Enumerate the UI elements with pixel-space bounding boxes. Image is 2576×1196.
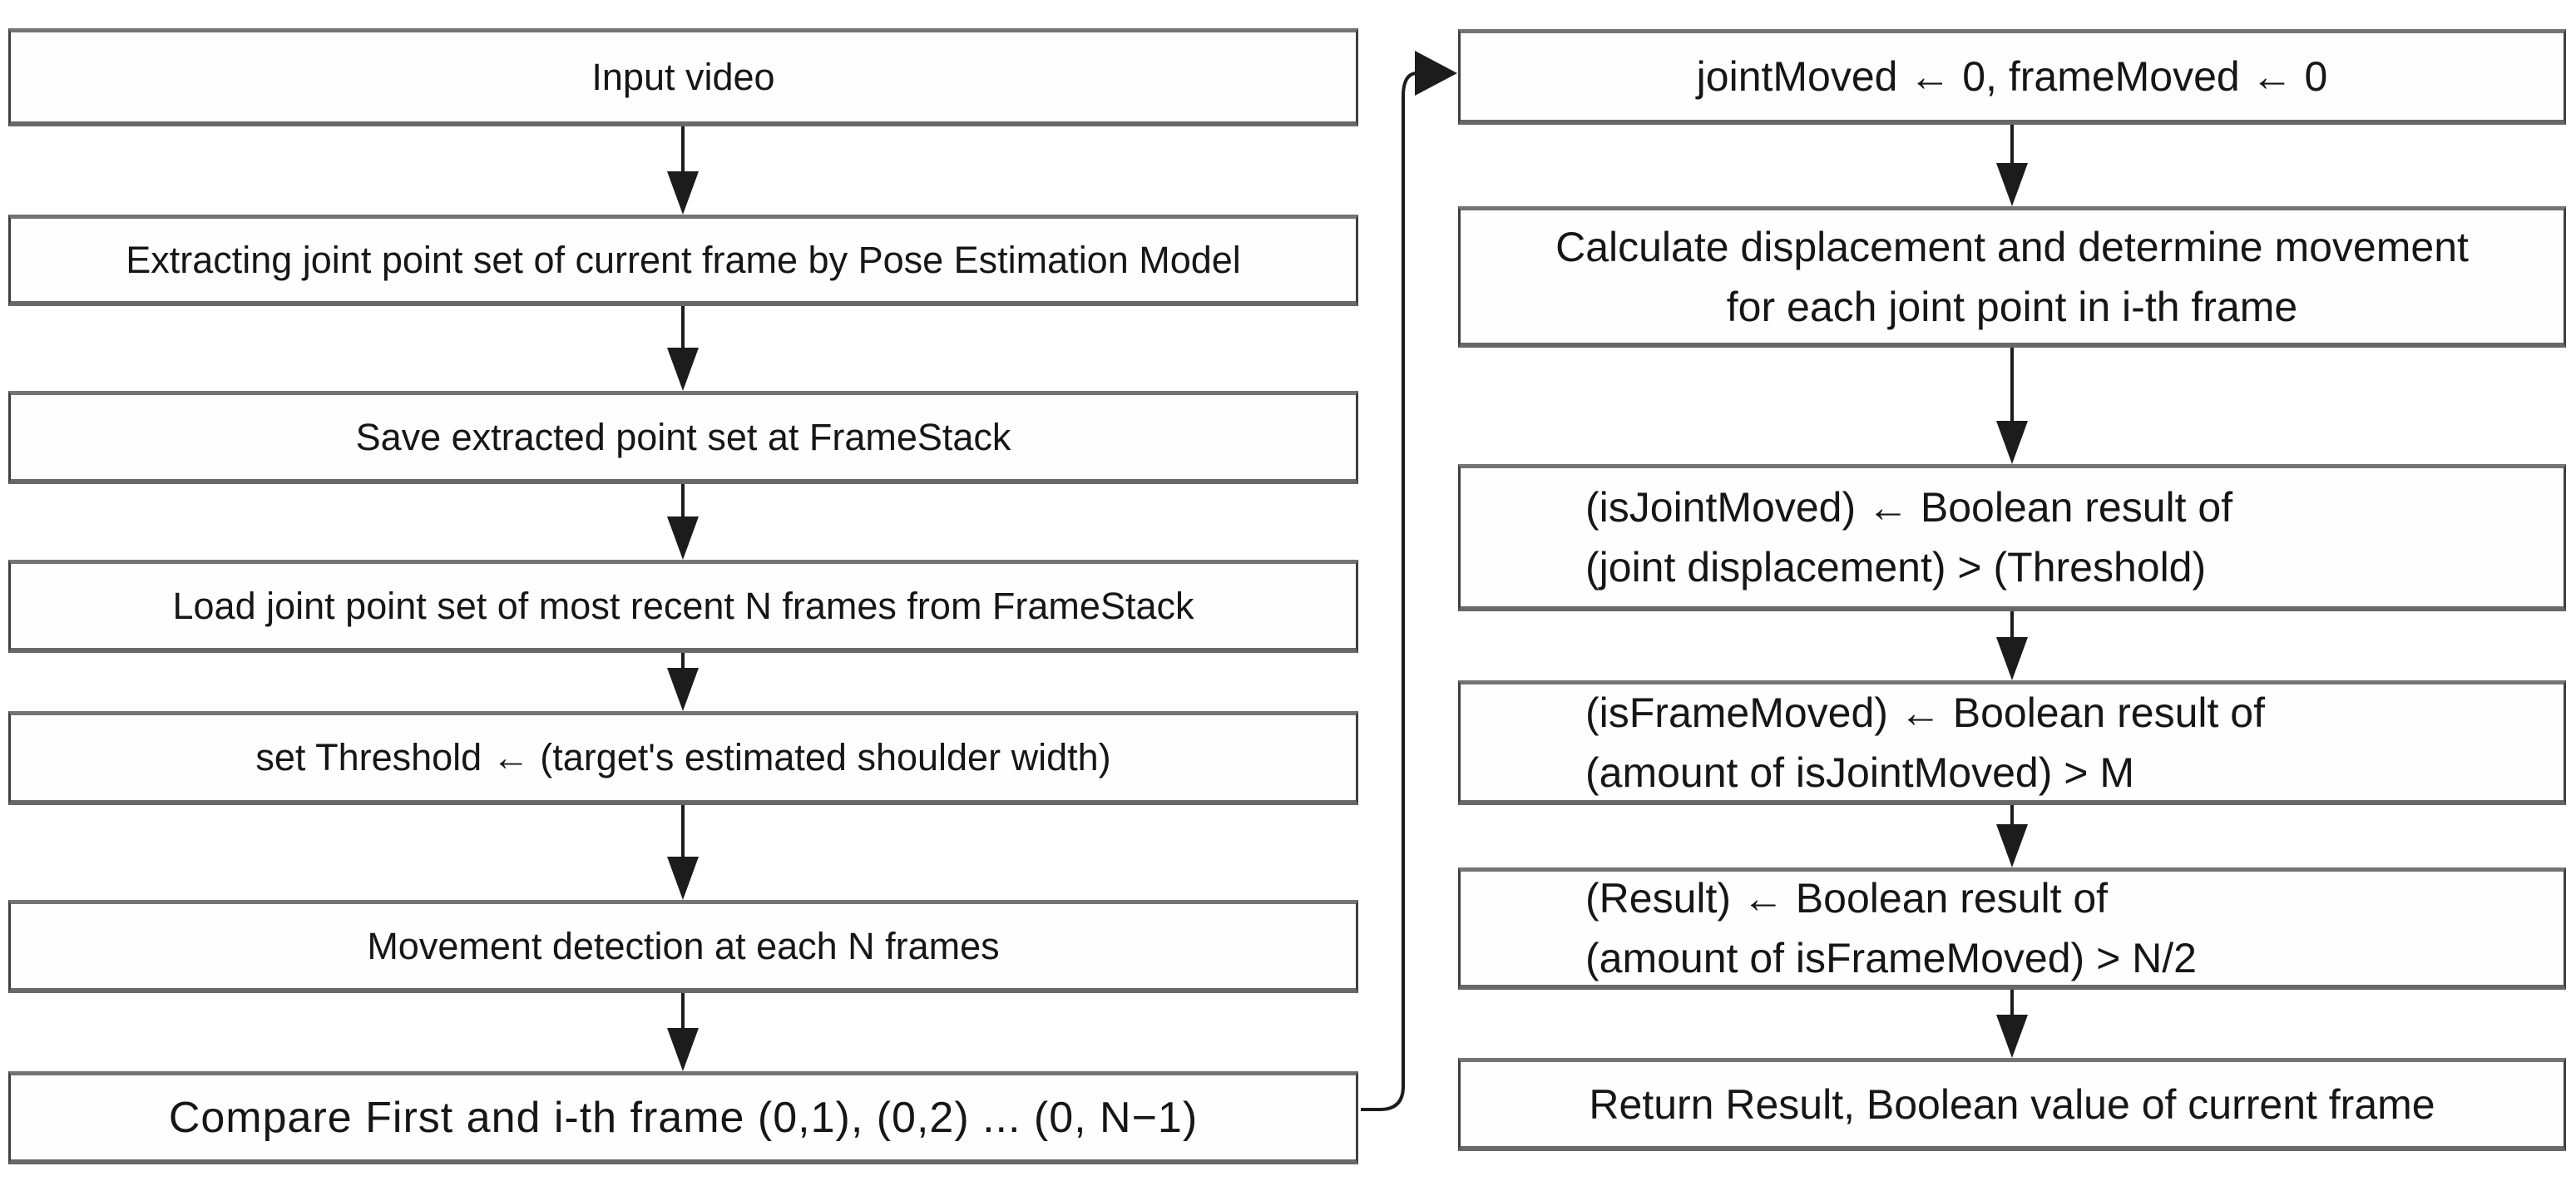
box-return-result: Return Result, Boolean value of current … <box>1458 1058 2566 1151</box>
box-label: Compare First and i-th frame (0,1), (0,2… <box>168 1093 1199 1142</box>
box-label: Return Result, Boolean value of current … <box>1589 1080 2435 1128</box>
box-label-line-2: (amount of isJointMoved) > M <box>1585 749 2134 796</box>
box-label: Load joint point set of most recent N fr… <box>172 584 1194 627</box>
flow-arrow-left-4 <box>667 653 699 711</box>
box-calculate-displacement: Calculate displacement and determine mov… <box>1458 206 2566 348</box>
flow-arrow-right-3 <box>1996 611 2028 680</box>
box-movement-detection: Movement detection at each N frames <box>8 900 1358 993</box>
flow-arrow-right-4 <box>1996 805 2028 867</box>
flow-arrow-right-2 <box>1996 348 2028 464</box>
box-label: Save extracted point set at FrameStack <box>355 415 1011 458</box>
box-label: jointMoved ← 0, frameMoved ← 0 <box>1696 53 2328 100</box>
flow-arrow-right-5 <box>1996 990 2028 1058</box>
flow-arrow-left-3 <box>667 484 699 560</box>
box-result: (Result) ← Boolean result of (amount of … <box>1458 867 2566 990</box>
flow-arrow-left-6 <box>667 993 699 1071</box>
flow-arrow-left-5 <box>667 805 699 900</box>
box-label-line-1: (isJointMoved) ← Boolean result of <box>1585 484 2233 531</box>
box-label: Extracting joint point set of current fr… <box>126 238 1241 281</box>
box-label-line-2: (amount of isFrameMoved) > N/2 <box>1585 935 2197 981</box>
box-label-line-1: (isFrameMoved) ← Boolean result of <box>1585 689 2265 736</box>
box-init-counters: jointMoved ← 0, frameMoved ← 0 <box>1458 29 2566 125</box>
box-label: Movement detection at each N frames <box>367 924 1000 967</box>
box-load-framestack: Load joint point set of most recent N fr… <box>8 560 1358 653</box>
box-label-line-1: Calculate displacement and determine mov… <box>1555 223 2469 270</box>
box-is-joint-moved: (isJointMoved) ← Boolean result of (join… <box>1458 464 2566 611</box>
box-label: set Threshold ← (target's estimated shou… <box>255 736 1111 778</box>
box-save-framestack: Save extracted point set at FrameStack <box>8 391 1358 484</box>
box-label-line-2: for each joint point in i-th frame <box>1726 283 2298 330</box>
box-extract-joint-points: Extracting joint point set of current fr… <box>8 215 1358 306</box>
loop-connector <box>1361 51 1457 1111</box>
flow-arrow-left-1 <box>667 126 699 215</box>
box-label-line-1: (Result) ← Boolean result of <box>1585 875 2109 922</box>
box-compare-frames: Compare First and i-th frame (0,1), (0,2… <box>8 1071 1358 1164</box>
box-set-threshold: set Threshold ← (target's estimated shou… <box>8 711 1358 805</box>
box-input-video: Input video <box>8 28 1358 126</box>
flow-arrow-left-2 <box>667 306 699 391</box>
box-is-frame-moved: (isFrameMoved) ← Boolean result of (amou… <box>1458 680 2566 805</box>
box-label-line-2: (joint displacement) > (Threshold) <box>1585 544 2207 591</box>
box-label: Input video <box>591 55 775 98</box>
flow-arrow-right-1 <box>1996 125 2028 206</box>
